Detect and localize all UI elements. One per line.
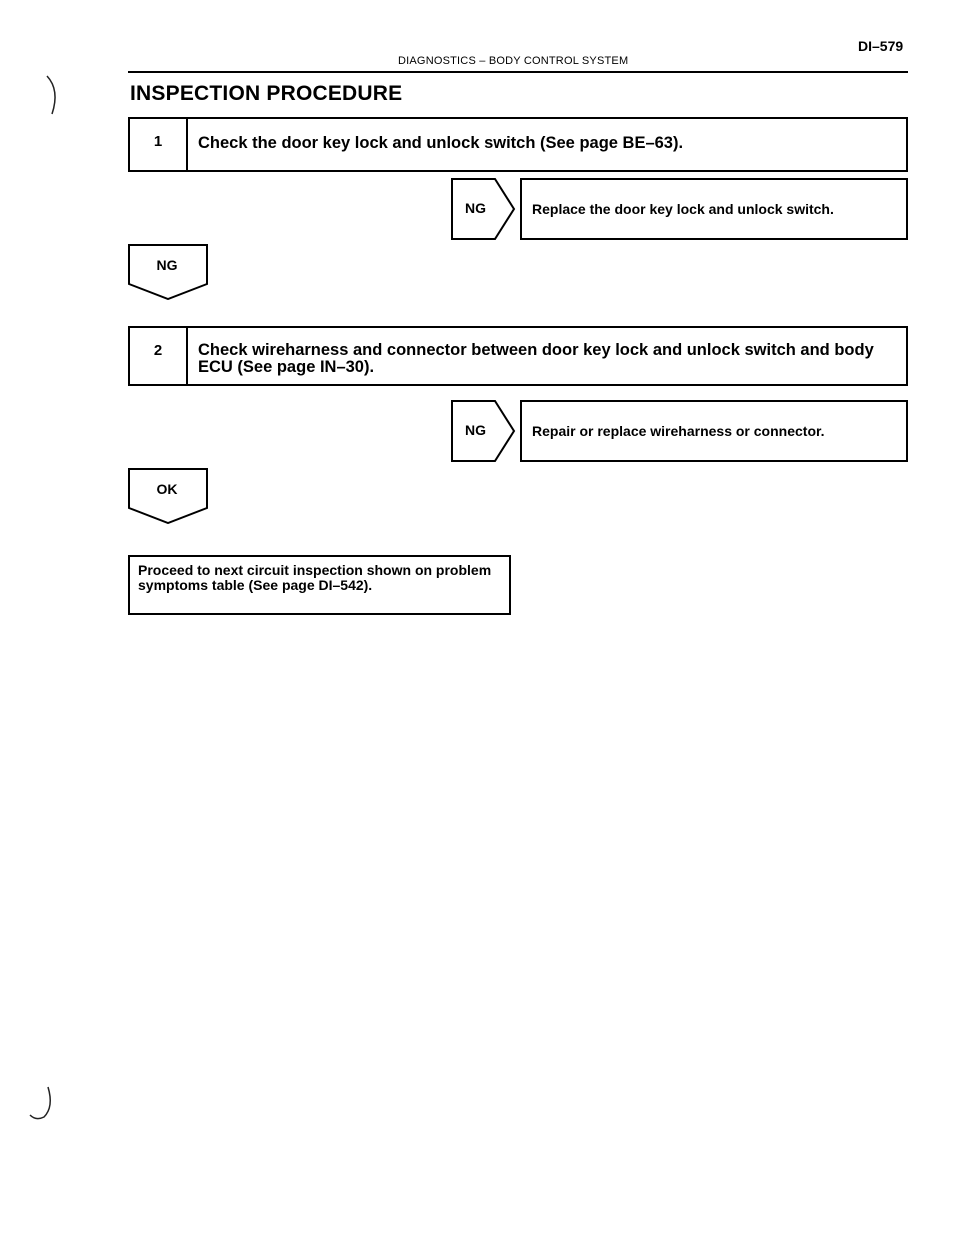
step-2-text: Check wireharness and connector between … <box>198 341 874 376</box>
step-2-ng-label: NG <box>465 422 486 438</box>
step-2-ng-tag: NG <box>451 400 517 462</box>
step-1-box: 1 Check the door key lock and unlock swi… <box>128 117 908 172</box>
final-instruction-text: Proceed to next circuit inspection shown… <box>138 562 492 593</box>
step-2-box: 2 Check wireharness and connector betwee… <box>128 326 908 386</box>
margin-mark-bottom <box>26 1085 56 1130</box>
step-2-result-label: OK <box>156 481 178 497</box>
step-2-result-tag: OK <box>128 468 208 524</box>
step-2-ng-action: Repair or replace wireharness or connect… <box>520 400 908 462</box>
step-1-result-label: NG <box>156 257 178 273</box>
step-1-ng-tag: NG <box>451 178 517 240</box>
section-title: INSPECTION PROCEDURE <box>130 82 403 105</box>
header-rule <box>128 71 908 73</box>
margin-mark-top <box>44 72 64 123</box>
step-1-text: Check the door key lock and unlock switc… <box>198 134 684 152</box>
step-1-ng-action: Replace the door key lock and unlock swi… <box>520 178 908 240</box>
step-2-ng-action-text: Repair or replace wireharness or connect… <box>532 423 825 439</box>
step-1-result-tag: NG <box>128 244 208 300</box>
step-1-ng-action-text: Replace the door key lock and unlock swi… <box>532 201 834 217</box>
running-title: DIAGNOSTICS – BODY CONTROL SYSTEM <box>398 55 629 67</box>
step-1-ng-label: NG <box>465 200 486 216</box>
final-instruction-box: Proceed to next circuit inspection shown… <box>128 555 511 615</box>
step-1-number: 1 <box>130 119 188 170</box>
page-number: DI–579 <box>858 38 904 54</box>
step-2-number: 2 <box>130 328 188 384</box>
